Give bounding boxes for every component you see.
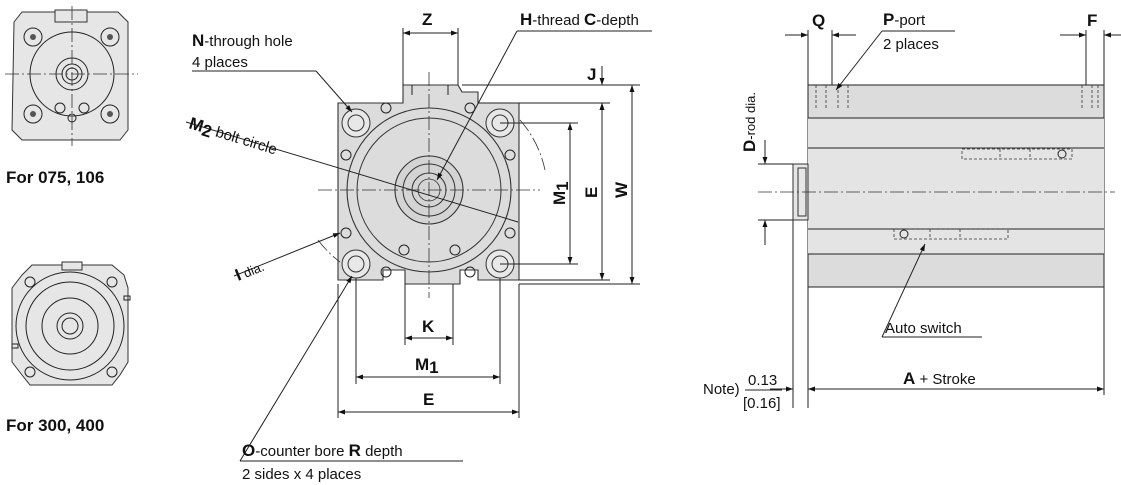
label-o-places: 2 sides x 4 places (242, 466, 361, 483)
label-k: K (422, 317, 435, 336)
thumbnail-caption-top: For 075, 106 (6, 168, 104, 187)
label-a-stroke: A + Stroke (903, 369, 976, 388)
thumbnail-075-106 (5, 6, 138, 146)
label-p-port: P-port (883, 10, 926, 29)
label-q: Q (812, 11, 825, 30)
label-auto-switch: Auto switch (885, 320, 962, 337)
label-f: F (1087, 11, 1097, 30)
label-note-value: 0.13 (748, 372, 777, 389)
label-z: Z (422, 10, 432, 29)
thumbnail-caption-bottom: For 300, 400 (6, 416, 104, 435)
label-i-dia: I dia. (232, 256, 266, 285)
label-e-bottom: E (423, 390, 434, 409)
label-d-rod-dia: D-rod dia. (740, 92, 759, 152)
label-m2-bolt-circle: M2 bolt circle (186, 114, 280, 162)
label-o-counter-bore: O-counter bore R depth (242, 441, 403, 460)
side-view (758, 84, 1115, 288)
label-p-places: 2 places (883, 36, 939, 53)
label-m1-side: M1 (550, 181, 572, 205)
label-e-side: E (582, 187, 601, 198)
front-view-dimensions (192, 28, 652, 462)
label-w: W (612, 181, 631, 198)
label-j: J (587, 65, 596, 84)
label-n-through-hole: N-through hole (192, 31, 293, 50)
label-m1-bottom: M1 (415, 355, 439, 377)
thumbnail-300-400 (11, 261, 131, 386)
side-view-dimensions (758, 30, 1121, 408)
label-note-prefix: Note) (703, 381, 740, 398)
label-n-places: 4 places (192, 54, 248, 71)
front-view (185, 72, 546, 298)
label-note-value-alt: [0.16] (743, 395, 781, 412)
label-h-thread: H-thread C-depth (520, 10, 639, 29)
